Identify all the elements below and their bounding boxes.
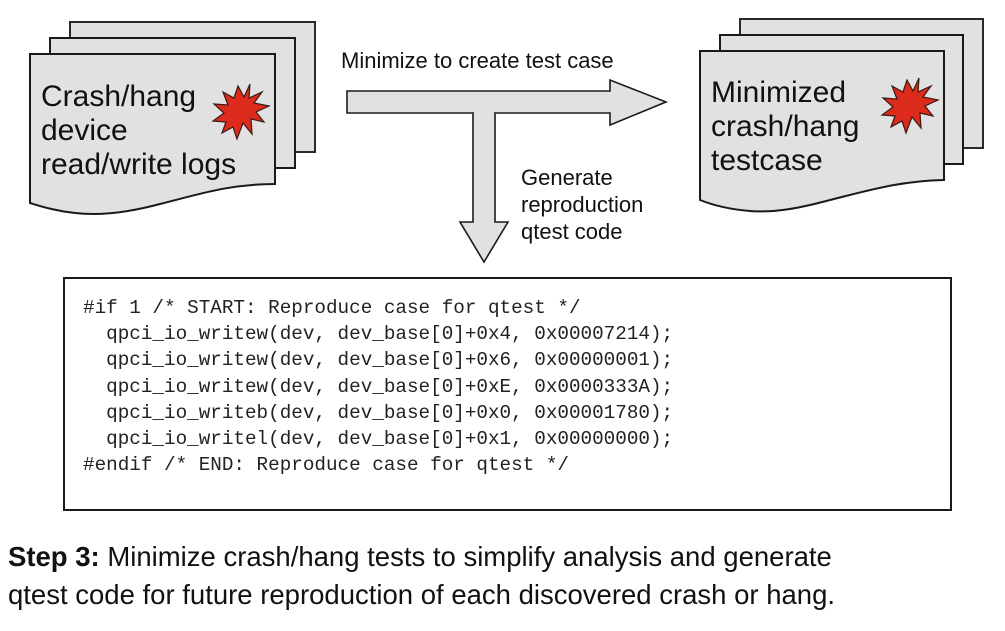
right-document-label: Minimized crash/hang testcase bbox=[711, 76, 859, 178]
arrow-down-line: qtest code bbox=[521, 219, 623, 244]
left-doc-page-front bbox=[29, 53, 276, 215]
code-line: qpci_io_writew(dev, dev_base[0]+0x4, 0x0… bbox=[83, 323, 674, 346]
caption-text-1: Minimize crash/hang tests to simplify an… bbox=[99, 541, 832, 572]
left-doc-line: device bbox=[41, 114, 128, 147]
arrow-right-label: Minimize to create test case bbox=[341, 48, 614, 73]
right-document-stack bbox=[699, 18, 984, 213]
arrow-down-line: reproduction bbox=[521, 192, 644, 217]
left-doc-line: Crash/hang bbox=[41, 80, 197, 113]
arrow-down bbox=[458, 113, 510, 264]
code-line: qpci_io_writew(dev, dev_base[0]+0x6, 0x0… bbox=[83, 349, 674, 372]
figure-caption: Step 3: Minimize crash/hang tests to sim… bbox=[8, 538, 835, 614]
crash-starburst-icon bbox=[880, 77, 940, 135]
caption-line-1: Step 3: Minimize crash/hang tests to sim… bbox=[8, 538, 835, 576]
arrow-down-label: Generate reproduction qtest code bbox=[521, 164, 643, 245]
code-line: qpci_io_writeb(dev, dev_base[0]+0x0, 0x0… bbox=[83, 401, 674, 424]
left-doc-line: read/write logs bbox=[41, 148, 237, 181]
t-arrow bbox=[346, 78, 669, 264]
right-doc-line: testcase bbox=[711, 144, 823, 177]
code-line: #endif /* END: Reproduce case for qtest … bbox=[83, 454, 569, 477]
left-document-stack bbox=[29, 21, 316, 215]
arrow-right bbox=[346, 78, 669, 127]
arrow-down-line: Generate bbox=[521, 165, 613, 190]
code-line: #if 1 /* START: Reproduce case for qtest… bbox=[83, 297, 581, 319]
crash-starburst-icon bbox=[211, 83, 271, 141]
code-block: #if 1 /* START: Reproduce case for qtest… bbox=[63, 277, 952, 511]
code-line: qpci_io_writel(dev, dev_base[0]+0x1, 0x0… bbox=[83, 428, 674, 451]
code-listing: #if 1 /* START: Reproduce case for qtest… bbox=[83, 295, 673, 478]
right-doc-line: Minimized bbox=[711, 76, 847, 109]
caption-step-label: Step 3: bbox=[8, 541, 100, 572]
left-document-label: Crash/hang device read/write logs bbox=[41, 80, 236, 182]
right-doc-line: crash/hang bbox=[711, 110, 860, 143]
right-doc-page-front bbox=[699, 50, 945, 213]
caption-line-2: qtest code for future reproduction of ea… bbox=[8, 579, 836, 610]
code-line: qpci_io_writew(dev, dev_base[0]+0xE, 0x0… bbox=[83, 375, 674, 398]
